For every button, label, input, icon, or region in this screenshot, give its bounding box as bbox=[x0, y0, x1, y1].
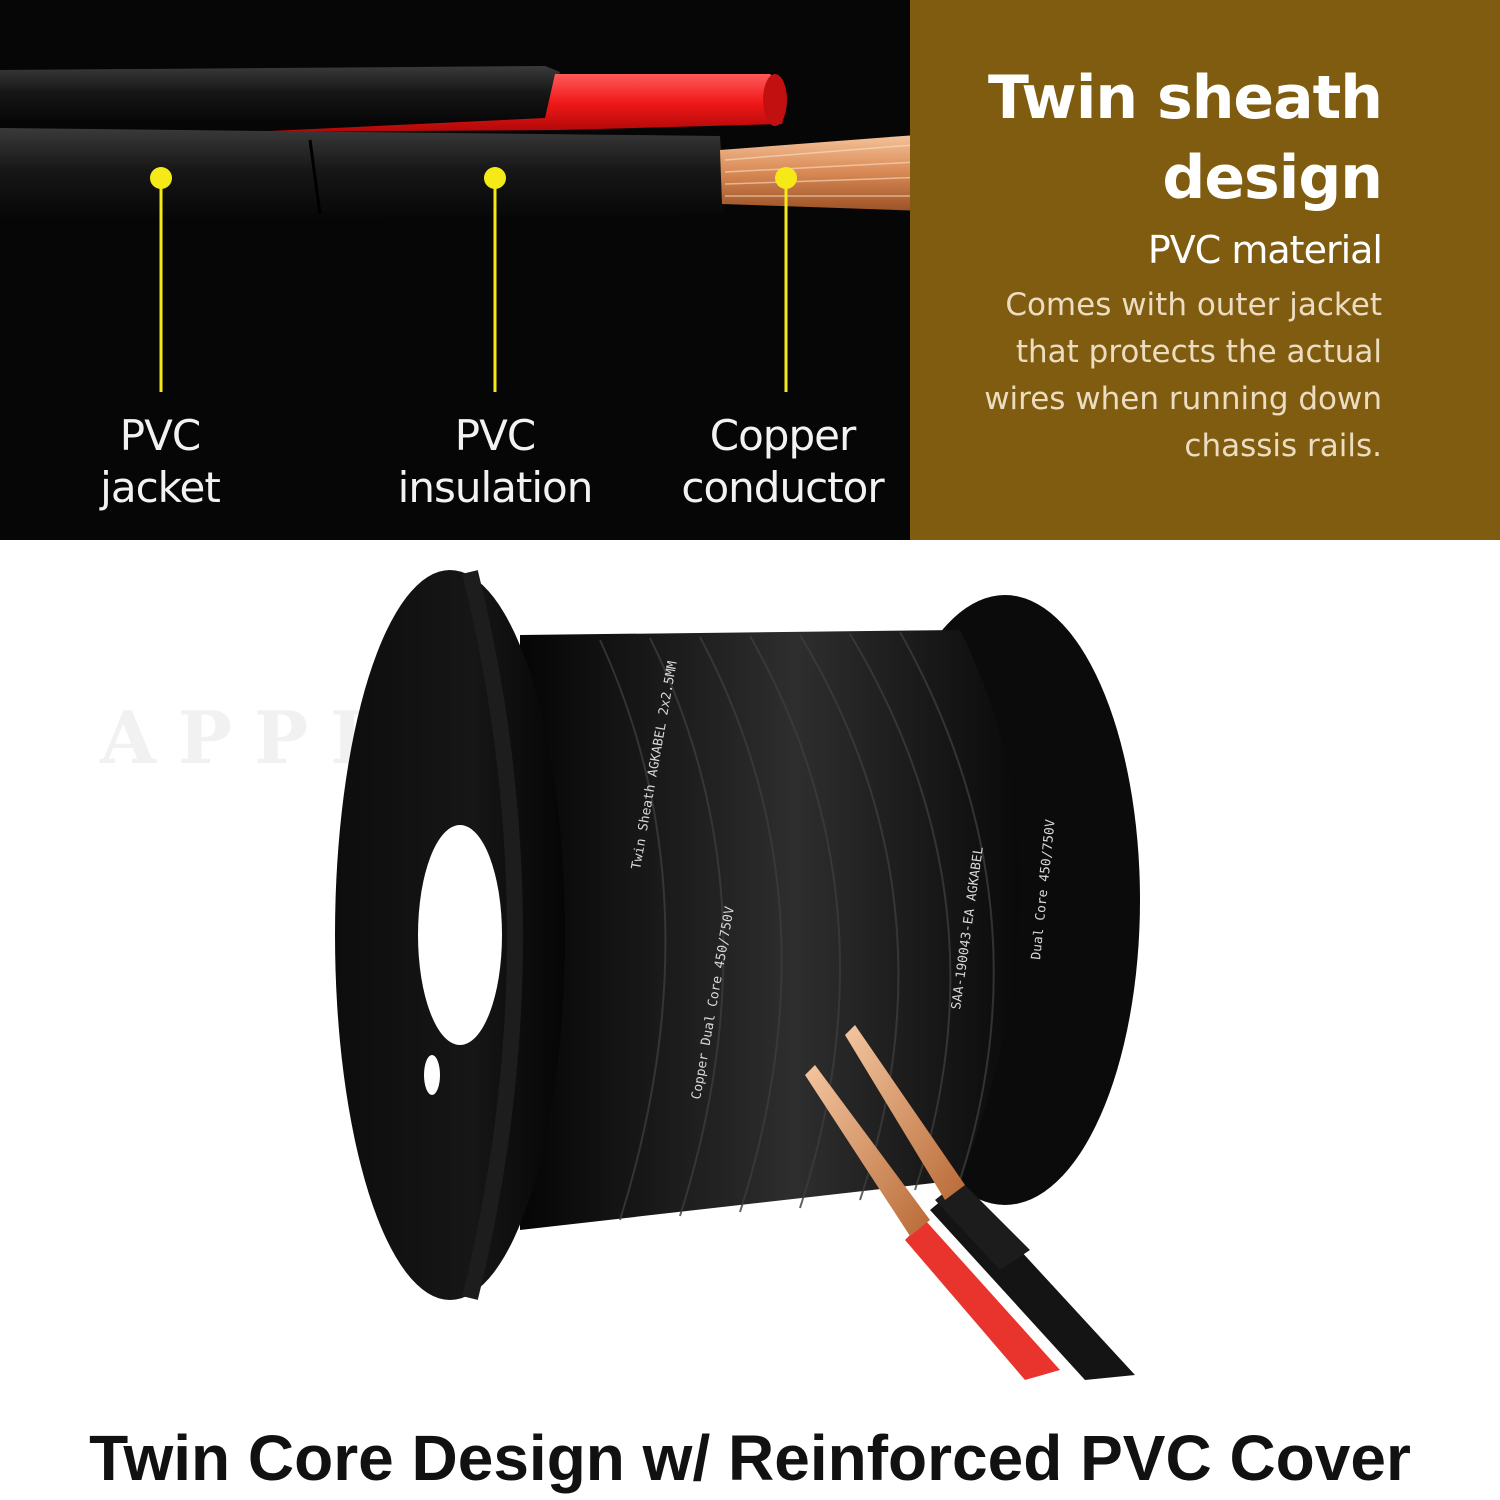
marker-insulation bbox=[484, 167, 506, 392]
cable-illustration bbox=[0, 66, 910, 392]
label-pvc-jacket-line2: jacket bbox=[100, 463, 221, 512]
copper-strands bbox=[720, 135, 910, 211]
feature-heading-line2: design bbox=[1162, 143, 1383, 213]
label-copper-conductor: Copper conductor bbox=[665, 410, 900, 514]
cable-diagram-panel: PVC jacket PVC insulation Copper conduct… bbox=[0, 0, 1500, 540]
loose-cable-black-core bbox=[935, 1180, 1030, 1270]
copper-strands-black bbox=[845, 1025, 965, 1200]
copper-strand-lines bbox=[724, 144, 910, 197]
marker-jacket bbox=[150, 167, 172, 392]
feature-heading: Twin sheath design bbox=[988, 58, 1383, 218]
red-insulation bbox=[250, 74, 786, 132]
spool-small-hole bbox=[424, 1055, 440, 1095]
caption: Twin Core Design w/ Reinforced PVC Cover bbox=[89, 1422, 1411, 1494]
label-copper-conductor-line1: Copper bbox=[709, 411, 856, 460]
flange-rim bbox=[462, 570, 523, 1300]
copper-strands-red bbox=[805, 1065, 930, 1236]
spool-hub-hole bbox=[418, 825, 502, 1045]
feature-heading-line1: Twin sheath bbox=[988, 63, 1383, 133]
label-pvc-jacket-line1: PVC bbox=[119, 411, 201, 460]
outer-sheath bbox=[0, 66, 560, 125]
sheath-edge bbox=[308, 139, 322, 215]
label-pvc-insulation-line1: PVC bbox=[454, 411, 536, 460]
label-pvc-jacket: PVC jacket bbox=[60, 410, 260, 514]
cable-spool-illustration: Twin Sheath AGKABEL 2x2.5MM Copper Dual … bbox=[335, 570, 1140, 1380]
black-insulation bbox=[0, 128, 725, 224]
feature-description: Comes with outer jacket that protects th… bbox=[984, 287, 1382, 464]
red-insulation-end bbox=[763, 74, 787, 126]
label-pvc-insulation: PVC insulation bbox=[375, 410, 615, 514]
feature-panel bbox=[910, 0, 1500, 540]
label-copper-conductor-line2: conductor bbox=[681, 463, 884, 512]
loose-cable-red-core bbox=[905, 1220, 1060, 1380]
cable-coil bbox=[520, 630, 1020, 1230]
product-image-area: APPLEBY bbox=[0, 540, 1500, 1410]
coil-windings bbox=[599, 631, 995, 1221]
label-pvc-insulation-line2: insulation bbox=[397, 463, 594, 512]
marker-conductor bbox=[775, 167, 797, 392]
feature-subheading: PVC material bbox=[1147, 228, 1383, 272]
